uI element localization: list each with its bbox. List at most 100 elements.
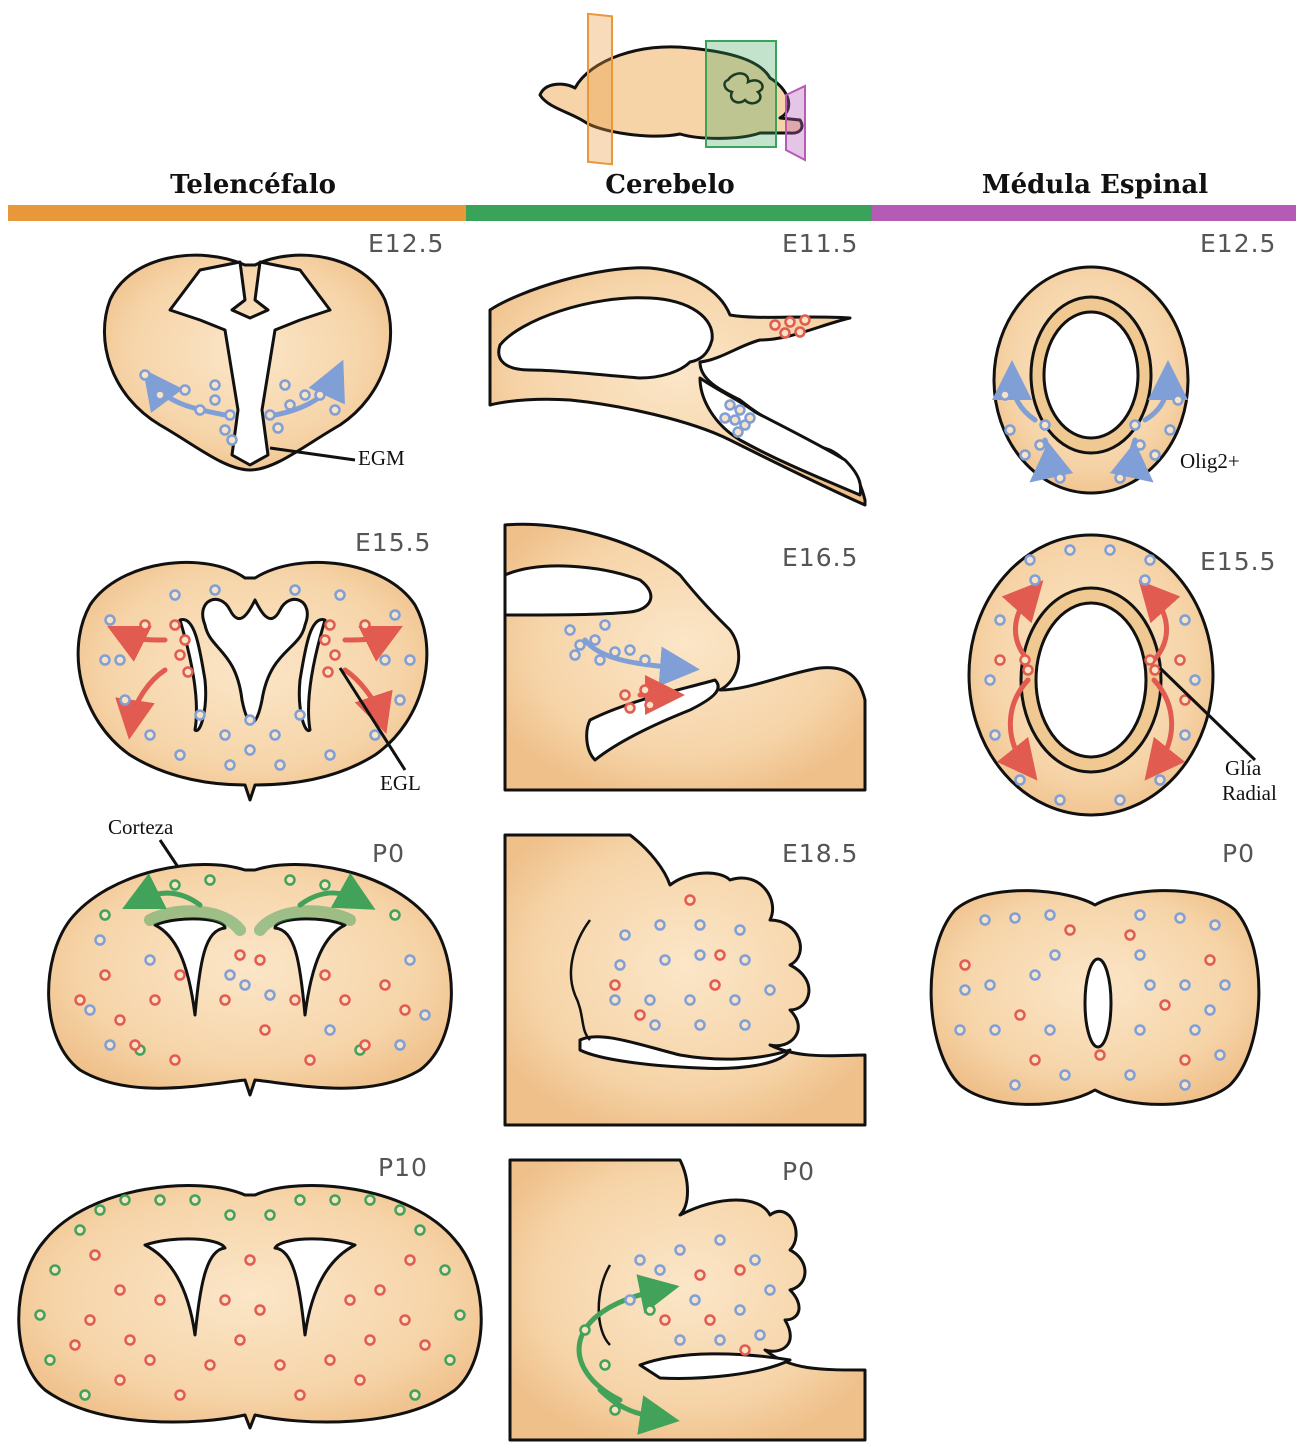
cell-marker [661,1316,670,1325]
cell-marker [266,411,275,420]
cell-marker [1136,1026,1145,1035]
cell-marker [1156,776,1165,785]
cell-marker [1211,921,1220,930]
cell-marker [246,1256,255,1265]
cell-marker [961,986,970,995]
region-bar-medula [872,205,1296,221]
medula-section-plane [786,86,805,160]
cerebelo-e11-5-panel: E11.5 [490,229,865,505]
cell-marker [1106,546,1115,555]
annotation-egm: EGM [358,446,405,470]
region-bar-telencefalo [8,205,466,221]
cell-marker [1011,914,1020,923]
cell-marker [76,996,85,1005]
cell-marker [286,401,295,410]
cell-marker [301,391,310,400]
cell-marker [566,626,575,635]
cell-marker [296,1391,305,1400]
cell-marker [196,406,205,415]
cell-marker [1031,576,1040,585]
telencefalo-section-plane [588,14,612,165]
cell-marker [1191,1026,1200,1035]
tissue-section [49,864,452,1095]
cell-marker [266,1211,275,1220]
cell-marker [286,876,295,885]
cell-marker [961,961,970,970]
cell-marker [1051,951,1060,960]
cell-marker [146,1356,155,1365]
cell-marker [296,711,305,720]
cell-marker [246,746,255,755]
cell-marker [391,611,400,620]
cell-marker [1151,666,1160,675]
cell-marker [1161,1001,1170,1010]
medula-p0-panel: P0 [931,839,1259,1104]
cell-marker [51,1266,60,1275]
cell-marker [1021,656,1030,665]
cell-marker [621,691,630,700]
region-title-telencefalo: Telencéfalo [170,170,336,200]
annotation-glia-line2: Radial [1222,781,1277,805]
cell-marker [736,406,745,415]
cell-marker [296,1196,305,1205]
cell-marker [1036,441,1045,450]
cell-marker [326,1356,335,1365]
cell-marker [696,1021,705,1030]
stage-label: P10 [378,1153,428,1182]
cell-marker [101,911,110,920]
cell-marker [176,971,185,980]
cell-marker [676,1246,685,1255]
cell-marker [206,876,215,885]
cell-marker [96,936,105,945]
telencefalo-p10-panel: P10 [19,1153,482,1428]
cell-marker [221,1296,230,1305]
cell-marker [236,951,245,960]
cell-marker [184,668,193,677]
cell-marker [986,676,995,685]
cell-marker [596,656,605,665]
cell-marker [106,1041,115,1050]
cell-marker [686,996,695,1005]
cell-marker [421,1011,430,1020]
cell-marker [96,1206,105,1215]
cell-marker [396,1041,405,1050]
cell-marker [731,416,740,425]
region-title-cerebelo: Cerebelo [605,170,734,200]
cell-marker [276,1361,285,1370]
cell-marker [291,996,300,1005]
cell-marker [101,656,110,665]
cell-marker [1066,926,1075,935]
stage-label: E16.5 [782,543,858,572]
cell-marker [228,436,237,445]
cell-marker [1146,656,1155,665]
cell-marker [256,1306,265,1315]
cell-marker [656,921,665,930]
cell-marker [226,411,235,420]
cell-marker [1174,396,1183,405]
cell-marker [576,641,585,650]
cell-marker [101,971,110,980]
cell-marker [1006,426,1015,435]
cell-marker [611,1406,620,1415]
cell-marker [1131,421,1140,430]
cell-marker [446,1356,455,1365]
cell-marker [261,1026,270,1035]
cell-marker [716,1336,725,1345]
cell-marker [321,881,330,890]
cell-marker [1024,666,1033,675]
cell-marker [786,318,795,327]
cell-marker [1031,1056,1040,1065]
cell-marker [336,591,345,600]
cell-marker [116,1286,125,1295]
central-canal [1044,312,1138,438]
cell-marker [676,1336,685,1345]
cell-marker [456,1311,465,1320]
cell-marker [281,381,290,390]
cell-marker [46,1356,55,1365]
cell-marker [326,621,335,630]
cell-marker [1216,1051,1225,1060]
cell-marker [91,1251,100,1260]
cell-marker [236,1336,245,1345]
cell-marker [1136,911,1145,920]
cell-marker [126,1336,135,1345]
